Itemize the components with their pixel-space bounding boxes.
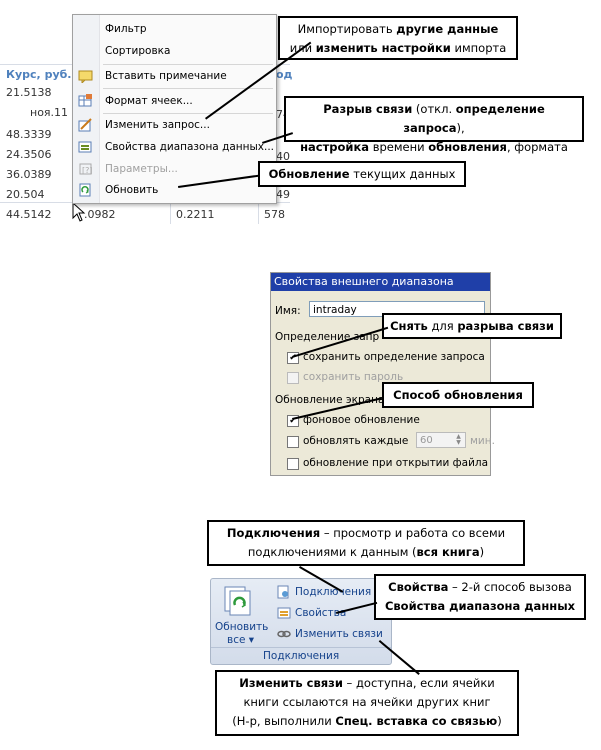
comment-icon [78, 70, 93, 83]
refresh-all-icon [224, 586, 251, 616]
refresh-on-open-label: обновление при открытии файла [303, 457, 489, 469]
cell-a2[interactable]: 21.5138 [6, 86, 52, 99]
chain-link-icon [277, 630, 291, 638]
properties-icon [277, 607, 291, 619]
connections-button[interactable]: Подключения [277, 583, 389, 601]
cell-d8[interactable]: 578 [264, 208, 285, 221]
menu-item-format-cells[interactable]: Формат ячеек... [73, 90, 276, 112]
menu-item-range-properties[interactable]: Свойства диапазона данных... [73, 136, 276, 158]
save-password-checkbox[interactable] [287, 372, 299, 384]
refresh-all-button[interactable]: Обновить все ▾ [215, 583, 268, 647]
format-cells-icon [78, 94, 92, 107]
callout-break-link: Снять для разрыва связи [382, 313, 562, 339]
column-header-rate[interactable]: Курс, руб. [6, 68, 72, 81]
refresh-on-open-checkbox[interactable] [287, 458, 299, 470]
ribbon-group-label: Подключения [263, 650, 340, 662]
menu-item-filter[interactable]: Фильтр [105, 23, 147, 35]
spinner-arrows-icon[interactable]: ▲▼ [456, 433, 461, 446]
edit-links-button[interactable]: Изменить связи [277, 625, 389, 643]
cell-a3[interactable]: ноя.11 [30, 106, 69, 119]
menu-item-edit-query[interactable]: Изменить запрос... [73, 114, 276, 136]
cell-b8[interactable]: .0982 [84, 208, 116, 221]
callout-refresh: Обновление текущих данных [258, 161, 466, 187]
cell-d1[interactable]: од [276, 68, 293, 81]
menu-item-sort[interactable]: Сортировка [105, 45, 171, 57]
range-properties-icon [78, 141, 92, 153]
mouse-cursor-icon [72, 202, 86, 222]
dialog-title: Свойства внешнего диапазона [271, 273, 490, 291]
callout-properties: Свойства – 2-й способ вызова Свойства ди… [374, 574, 586, 620]
cell-c8[interactable]: 0.2211 [176, 208, 215, 221]
cell-a8[interactable]: 44.5142 [6, 208, 52, 221]
background-refresh-label: фоновое обновление [303, 414, 420, 426]
callout-range-properties: Разрыв связи (откл. определение запроса)… [284, 96, 584, 154]
callout-edit-query: Импортировать другие данные или изменить… [278, 16, 518, 60]
svg-text:[?]: [?] [82, 166, 93, 175]
cell-d5[interactable]: 40 [276, 150, 290, 163]
name-label: Имя: [275, 305, 301, 317]
cell-d7[interactable]: 49 [276, 188, 290, 201]
menu-item-refresh[interactable]: Обновить [73, 179, 276, 201]
cell-a5[interactable]: 24.3506 [6, 148, 52, 161]
edit-query-icon [78, 118, 92, 132]
cell-a6[interactable]: 36.0389 [6, 168, 52, 181]
minutes-unit: мин. [470, 435, 495, 447]
connections-icon [277, 585, 289, 599]
callout-connections: Подключения – просмотр и работа со всеми… [207, 520, 525, 566]
query-definition-group-label: Определение запр [275, 331, 380, 343]
callout-refresh-method: Способ обновления [382, 382, 534, 408]
context-menu: Фильтр Сортировка Вставить примечание Фо… [72, 14, 277, 204]
connections-ribbon-group: Обновить все ▾ Подключения Свойства Изме… [210, 578, 392, 665]
menu-item-insert-comment[interactable]: Вставить примечание [73, 65, 276, 87]
refresh-minutes-spinner[interactable]: 60 ▲▼ [416, 432, 466, 448]
save-query-label: сохранить определение запроса [303, 351, 485, 363]
external-range-properties-dialog: Свойства внешнего диапазона Имя: intrada… [270, 272, 495, 476]
refresh-icon [79, 183, 91, 197]
menu-item-parameters[interactable]: [?] Параметры... [73, 158, 276, 180]
cell-a4[interactable]: 48.3339 [6, 128, 52, 141]
refresh-every-checkbox[interactable] [287, 436, 299, 448]
properties-button[interactable]: Свойства [277, 604, 389, 622]
refresh-every-label: обновлять каждые [303, 435, 409, 447]
parameters-icon: [?] [79, 163, 93, 175]
cell-a7[interactable]: 20.504 [6, 188, 45, 201]
callout-edit-links: Изменить связи – доступна, если ячейки к… [215, 670, 519, 736]
save-password-label: сохранить пароль [303, 371, 404, 383]
